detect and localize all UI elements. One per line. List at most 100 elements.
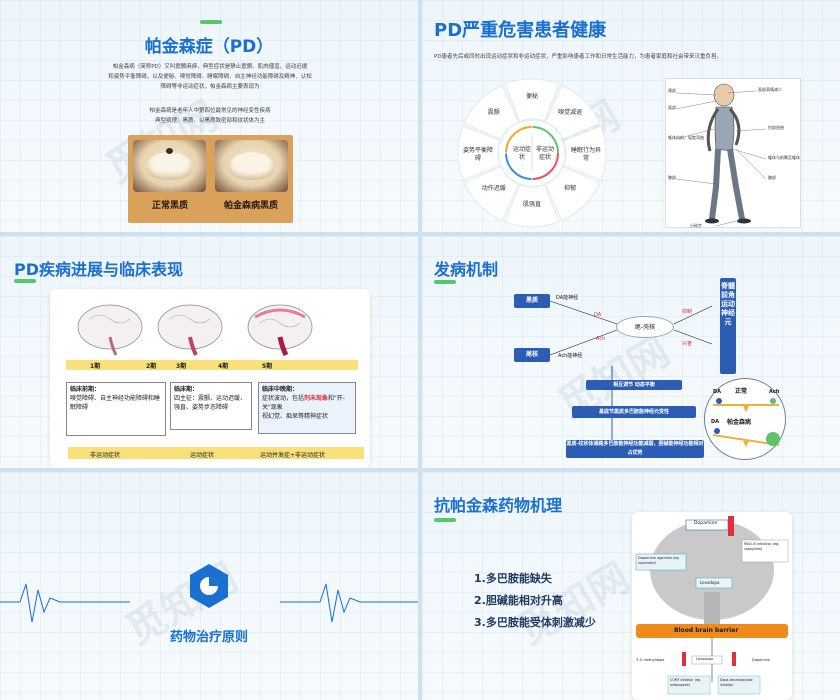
phase-complications: 运动并发症+非运动症状	[260, 452, 326, 459]
symptom-wheel	[457, 78, 607, 228]
bottom-timeline	[68, 447, 364, 459]
diag-comt: COMT inhibitor (eg. entacapone)	[670, 678, 701, 687]
slide-title: 药物治疗原则	[169, 630, 248, 645]
box-caudate: 尾核	[514, 348, 550, 362]
stage-4: 4期	[218, 363, 229, 370]
slide-parkinsons-intro: 觅知网 帕金森症（PD） 帕金森病（简称PD）又叫震颤麻痹，典型症状是静止震颤、…	[0, 0, 418, 232]
mechanism-item-3: 3.多巴胺能受体刺激减少	[474, 616, 596, 629]
stage-1: 1期	[90, 363, 101, 370]
label-neck: 颈部	[668, 88, 676, 93]
diag-bbb: Blood brain barrier	[674, 627, 739, 634]
center-motor: 运动症状	[512, 146, 531, 161]
inhibit-label: 抑制	[682, 309, 693, 315]
center-nonmotor: 非运动症状	[535, 146, 554, 161]
wheel-label: 抑郁	[564, 185, 577, 193]
wheel-segment	[457, 125, 501, 181]
stage-3: 3期	[176, 363, 187, 370]
early-title: 临床前期：	[70, 386, 101, 393]
slide-title: 发病机制	[434, 260, 499, 279]
brain-slice-photo: 正常黑质 帕金森病黑质	[128, 135, 293, 223]
slide-title: 抗帕金森药物机理	[434, 496, 563, 515]
label-trunk: 躯体向前、轻度弯曲	[668, 135, 704, 140]
stage-timeline	[66, 360, 358, 370]
pd-brain-slice	[215, 140, 288, 192]
progression-card: 1期 2期 3期 4期 5期 临床前期： 嗅觉障碍、自主神经功能障碍和睡眠障碍 …	[50, 289, 370, 468]
early-item: 嗅觉障碍、自主神经功能障碍和睡眠障碍	[70, 395, 161, 411]
label-pd: 帕金森病黑质	[223, 201, 278, 211]
label-shuffle: 小碎步	[690, 223, 702, 228]
box-spinal-neuron: 脊髓前角运动神经元	[720, 278, 736, 374]
drug-mechanism-diagram: Dopamine Dopamine agonists (eg. ropiniro…	[632, 512, 792, 700]
seesaw-da-1: DA	[713, 389, 722, 395]
mechanism-item-1: 1.多巴胺能缺失	[474, 572, 552, 585]
box-substantia-nigra: 黑质	[514, 294, 550, 308]
wheel-label: 肌强直	[522, 201, 541, 208]
ach-neuron-label: Ach能神经	[558, 353, 583, 359]
early-stage-box: 临床前期： 嗅觉障碍、自主神经功能障碍和睡眠障碍	[66, 382, 166, 436]
wheel-segment	[563, 125, 607, 181]
diag-agonists: Dopamine agonists (eg. ropinirole)	[638, 556, 680, 565]
wheel-label: 动作迟缓	[481, 185, 506, 193]
diag-levodopa: Levodopa	[700, 580, 720, 585]
wheel-label: 震颤	[487, 108, 500, 116]
para-line: 帕金森病（简称PD）又叫震颤麻痹，典型症状是静止震颤、肌肉僵直、运动迟缓	[112, 64, 308, 70]
ach-red-label: Ach	[596, 336, 606, 342]
wheel-label: 嗅觉减退	[558, 108, 583, 116]
diag-levodopa2: Levodopa	[696, 657, 713, 661]
mid-title: 临床期：	[174, 386, 199, 393]
wheel-segment	[504, 78, 560, 122]
da-neuron-label: DA能神经	[556, 295, 579, 301]
excite-label: 兴奋	[682, 341, 693, 347]
phase-motor: 运动症状	[190, 452, 215, 459]
late-item-2: 视幻觉、痴呆等精神症状	[262, 413, 329, 420]
diag-maob: MAO-B inhibitor (eg. rasagiline)	[744, 542, 780, 551]
wheel-segment	[545, 84, 601, 140]
slide-pd-progression: 觅知网 PD疾病进展与临床表现 1期 2期 3期 4期 5期 临床前期： 嗅觉障…	[0, 236, 418, 468]
elderly-patient-figure: 颈部 面部 躯体向前、轻度弯曲 膝部 面部表情减少 肘部屈曲 躯体与前臂至躯体 …	[665, 78, 801, 228]
wheel-segment	[504, 184, 560, 228]
late-item-highlight: 剂末现象	[304, 395, 329, 402]
pie-chart-icon	[190, 564, 228, 608]
pathology-paragraph: 帕金森病是老年人中第四位最常见的神经变性疾病 典型病理：黑质、以黑质致密部和纹状…	[70, 106, 350, 126]
diag-dopamine2: Dopamine	[752, 658, 770, 662]
stage-2: 2期	[146, 363, 157, 370]
seesaw-normal: 正常	[735, 388, 748, 395]
wheel-segment	[463, 166, 519, 222]
para-line: 典型病理：黑质、以黑质致密部和纹状体为主	[154, 118, 265, 124]
seesaw-pd: 帕金森病	[727, 419, 752, 426]
wheel-segment	[463, 84, 519, 140]
normal-brain-slice	[133, 140, 206, 192]
slide-title: 帕金森症（PD）	[144, 37, 274, 57]
title-accent	[14, 279, 36, 283]
pulse-lines	[0, 583, 418, 623]
patient-illustration	[675, 83, 767, 227]
stage-5: 5期	[262, 363, 273, 370]
wheel-label: 姿势平衡障碍	[463, 147, 494, 162]
clinical-stage-box: 临床期： 四主征：震颤、运动迟缓、强直、姿势步态障碍	[170, 382, 252, 430]
box-balance: 相互调节 动态平衡	[586, 380, 682, 390]
label-forearm: 躯体与前臂至躯体	[768, 155, 800, 160]
late-title: 临床中晚期：	[262, 386, 299, 393]
slide-drug-mechanism: 觅知网 抗帕金森药物机理 1.多巴胺能缺失 2.胆碱能相对升高 3.多巴胺能受体…	[422, 472, 840, 700]
intro-paragraph: 帕金森病（简称PD）又叫震颤麻痹，典型症状是静止震颤、肌肉僵直、运动迟缓 和姿势…	[70, 62, 350, 92]
late-stage-box: 临床中晚期： 症状波动，包括剂末现象和"开-关"现象 视幻觉、痴呆等精神症状	[258, 382, 356, 434]
mechanism-item-2: 2.胆碱能相对升高	[474, 594, 563, 607]
wheel-segment	[545, 166, 601, 222]
diag-3om: 3-O methyldopa	[636, 658, 665, 662]
brain-diagram	[635, 516, 789, 695]
seesaw-illustration	[712, 398, 780, 447]
para-line: 障碍等非运动症状。帕金森病主要表现为	[160, 84, 260, 90]
title-accent	[200, 20, 222, 24]
wheel-label: 睡眠行为异常	[571, 147, 602, 162]
label-wrist: 腕部	[768, 175, 776, 180]
label-elbow: 肘部屈曲	[768, 125, 784, 130]
late-item-1: 症状波动，包括剂末现象和"开-关"现象	[262, 394, 352, 412]
title-accent	[434, 518, 456, 522]
slide-pd-harm: 觅知网 PD严重危害患者健康 PD患者先后或同时出现运动症状和非运动症状，严重影…	[422, 0, 840, 232]
wheel-label: 便秘	[525, 93, 538, 100]
title-accent	[434, 280, 456, 284]
seesaw-diagram: DA 正常 Ach DA 帕金森病	[704, 378, 786, 460]
late-item-text: 和"开-关"现象	[262, 395, 345, 411]
label-knee: 膝部	[668, 175, 676, 180]
oval-putamen: 尾-壳核	[616, 316, 674, 338]
